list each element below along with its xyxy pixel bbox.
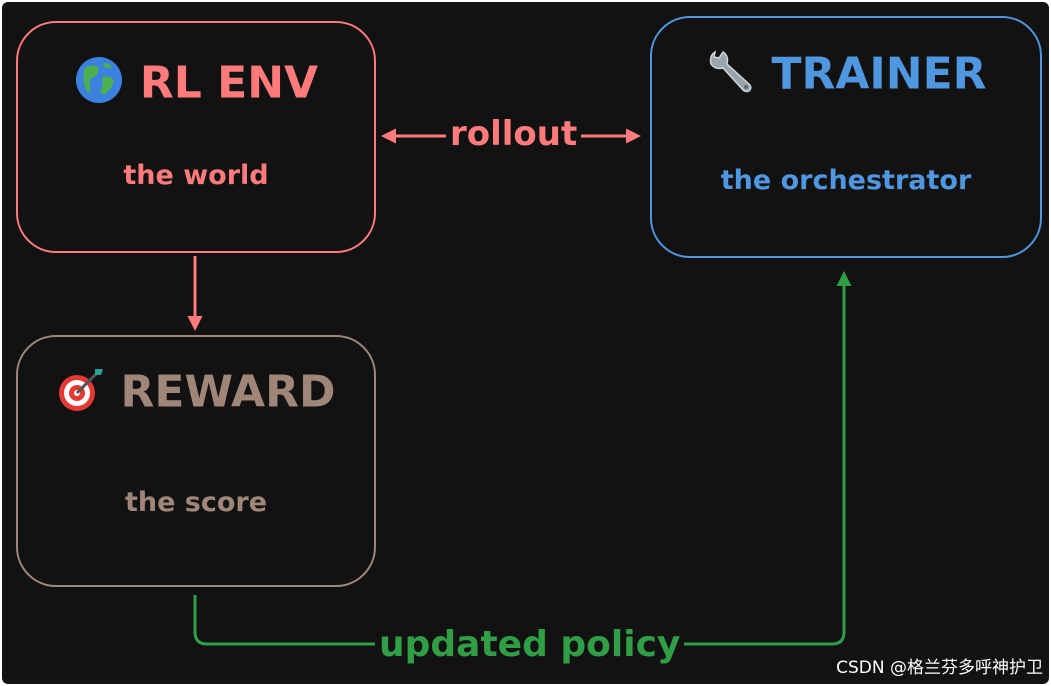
node-trainer-subtitle: the orchestrator [720, 165, 972, 196]
globe-americas-icon [74, 55, 124, 116]
wrench-icon [705, 46, 755, 107]
node-reward-title-text: REWARD [120, 366, 336, 418]
node-rl-env-title: RL ENV [18, 55, 374, 116]
node-reward-subtitle: the score [124, 487, 268, 518]
dart-target-icon [57, 365, 105, 424]
node-rl-env-subtitle: the world [123, 160, 269, 191]
node-trainer-title: TRAINER [652, 46, 1040, 107]
watermark: CSDN @格兰芬多呼神护卫 [836, 658, 1043, 678]
updated-policy-label: updated policy [375, 624, 685, 665]
node-reward: REWARD the score [16, 335, 376, 587]
node-rl-env: RL ENV the world [16, 21, 376, 253]
node-rl-env-title-text: RL ENV [139, 57, 319, 109]
rollout-label: rollout [446, 114, 582, 154]
node-trainer-title-text: TRAINER [771, 48, 987, 100]
node-trainer: TRAINER the orchestrator [650, 16, 1042, 258]
node-reward-title: REWARD [18, 365, 374, 424]
